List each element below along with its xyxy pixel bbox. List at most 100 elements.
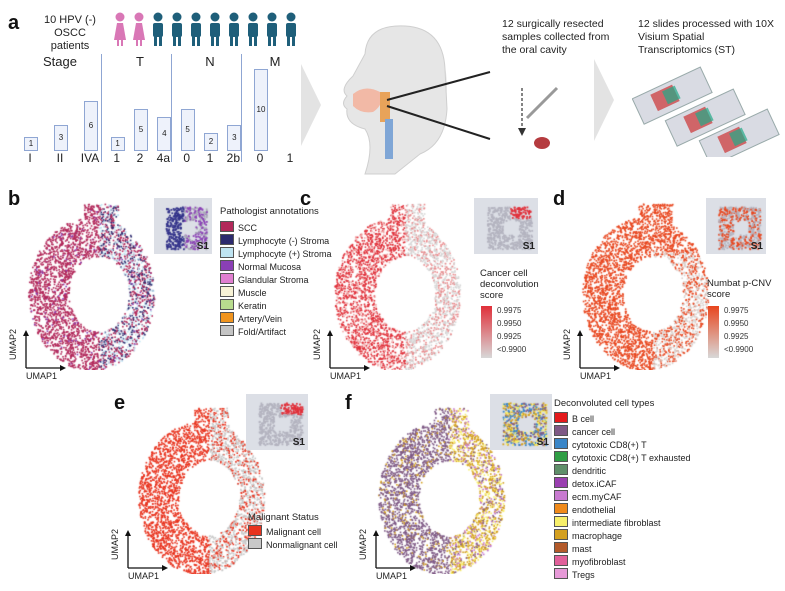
head-illustration: [343, 25, 491, 175]
category-label: 0: [183, 151, 190, 165]
legend-label: Normal Mucosa: [238, 262, 302, 272]
category-label: 1: [113, 151, 120, 165]
legend-label: cytotoxic CD8(+) T: [572, 440, 647, 450]
legend-item: mast: [554, 542, 690, 555]
legend-label: Malignant cell: [266, 527, 322, 537]
legend-label: Glandular Stroma: [238, 275, 309, 285]
legend-label: Artery/Vein: [238, 314, 283, 324]
legend-swatch: [220, 312, 234, 323]
male-patient-icon: [191, 12, 201, 46]
umap-axes: UMAP2 UMAP1: [312, 328, 378, 386]
legend-swatch: [554, 477, 568, 488]
visium-slides-illustration: [632, 66, 780, 157]
legend-swatch: [220, 260, 234, 271]
category-label: 1: [286, 151, 294, 165]
panel-label-d: d: [553, 188, 566, 210]
legend-swatch: [220, 234, 234, 245]
umap-y-label: UMAP2: [8, 328, 18, 360]
legend-swatch: [554, 412, 568, 423]
group-title: N: [205, 54, 215, 69]
legend-swatch: [554, 490, 568, 501]
slides-text: 12 slides processed with 10X Visium Spat…: [638, 18, 774, 56]
legend-item: SCC: [220, 221, 331, 234]
legend-title: Deconvoluted cell types: [554, 398, 655, 409]
category-label: II: [56, 151, 64, 165]
legend-swatch: [248, 538, 262, 549]
legend-title: Pathologist annotations: [220, 206, 319, 217]
tissue-thumbnail: S1: [490, 394, 552, 450]
count-bar: 5: [180, 109, 195, 151]
legend-label: ecm.myCAF: [572, 492, 622, 502]
scale-tick-label: 0.9950: [497, 319, 522, 328]
group-separator: [101, 54, 102, 162]
legend-swatch: [220, 247, 234, 258]
category-label: 0: [256, 151, 264, 165]
count-bar: 5: [134, 109, 148, 151]
legend-item: endothelial: [554, 503, 690, 516]
umap-y-label: UMAP2: [358, 528, 368, 560]
legend-swatch: [248, 525, 262, 536]
axis-arrows-icon: [327, 330, 370, 371]
legend-swatch: [554, 425, 568, 436]
legend-item: myofibroblast: [554, 555, 690, 568]
legend-title: Numbat p-CNV score: [707, 278, 772, 300]
umap-axes: UMAP2 UMAP1: [8, 328, 74, 386]
legend-label: macrophage: [572, 531, 623, 541]
scale-tick-label: <0.9900: [724, 345, 754, 354]
legend-swatch: [554, 451, 568, 462]
count-bar: 6: [84, 101, 98, 151]
legend-label: cytotoxic CD8(+) T exhausted: [572, 453, 691, 463]
legend-label: SCC: [238, 223, 258, 233]
samples-text: 12 surgically resected samples collected…: [502, 18, 610, 56]
sample-tag: S1: [522, 241, 535, 252]
axis-arrows-icon: [125, 530, 168, 571]
umap-axes: UMAP2 UMAP1: [358, 528, 424, 586]
male-patient-icon: [153, 12, 163, 46]
category-label: 4a: [156, 151, 170, 165]
count-bar: 4: [157, 117, 172, 151]
legend-item: Keratin: [220, 299, 331, 312]
tissue-thumbnail: S1: [474, 198, 538, 254]
legend-label: Keratin: [238, 301, 267, 311]
legend-label: Muscle: [238, 288, 267, 298]
legend-label: detox.iCAF: [572, 479, 617, 489]
umap-x-label: UMAP1: [580, 371, 612, 381]
legend-swatch: [220, 273, 234, 284]
legend-item: intermediate fibroblast: [554, 516, 690, 529]
category-label: 1: [206, 151, 214, 165]
flow-arrow-icon: [594, 59, 614, 141]
umap-axes: UMAP2 UMAP1: [110, 528, 176, 586]
legend-label: Fold/Artifact: [238, 327, 287, 337]
legend-label: mast: [572, 544, 592, 554]
scale-tick-label: 0.9925: [724, 332, 749, 341]
tissue-thumbnail: S1: [246, 394, 308, 450]
umap-x-label: UMAP1: [376, 571, 408, 581]
patient-icons: [114, 12, 296, 46]
legend-label: Nonmalignant cell: [266, 540, 338, 550]
legend-swatch: [554, 516, 568, 527]
legend-item: Nonmalignant cell: [248, 538, 338, 551]
legend-item: Tregs: [554, 568, 690, 581]
category-label: 2: [136, 151, 144, 165]
legend-swatch: [220, 325, 234, 336]
category-label: I: [28, 151, 32, 165]
legend-swatch: [554, 529, 568, 540]
male-patient-icon: [210, 12, 220, 46]
legend-title: Malignant Status: [248, 512, 319, 523]
legend-item: Glandular Stroma: [220, 273, 331, 286]
legend-item: Fold/Artifact: [220, 325, 331, 338]
legend-item: cytotoxic CD8(+) T: [554, 438, 690, 451]
legend-item: ecm.myCAF: [554, 490, 690, 503]
legend-item: cancer cell: [554, 425, 690, 438]
female-patient-icon: [114, 12, 126, 46]
legend-item: cytotoxic CD8(+) T exhausted: [554, 451, 690, 464]
legend-item: Normal Mucosa: [220, 260, 331, 273]
panel-label-c: c: [300, 188, 312, 210]
legend-label: Lymphocyte (+) Stroma: [238, 249, 332, 259]
legend-label: intermediate fibroblast: [572, 518, 661, 528]
legend-swatch: [554, 438, 568, 449]
scale-tick-label: 0.9925: [497, 332, 522, 341]
flow-arrow-icon: [301, 64, 321, 146]
